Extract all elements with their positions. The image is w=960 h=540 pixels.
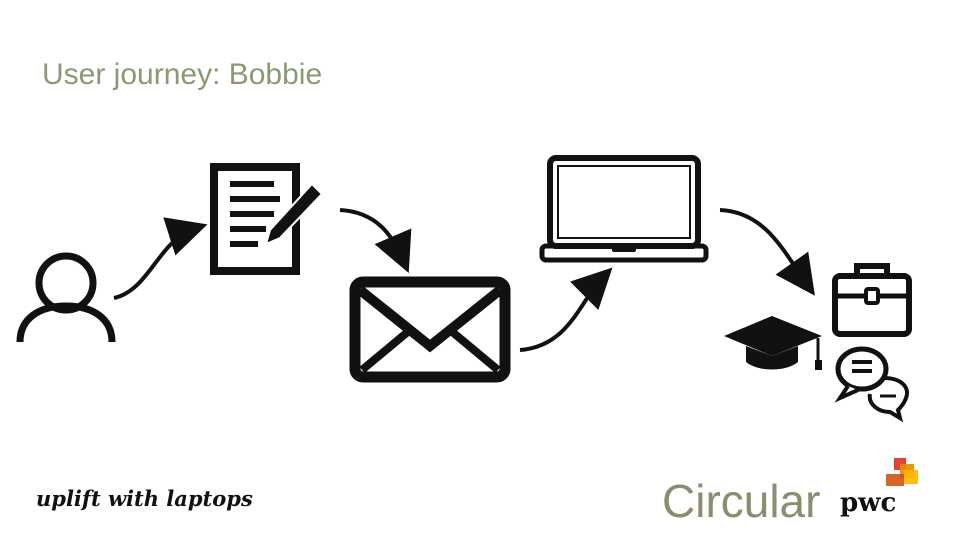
briefcase-icon (832, 263, 912, 337)
pwc-logo-mark (886, 458, 918, 486)
form-icon (210, 163, 324, 275)
circular-logo-text: Circular (662, 475, 821, 527)
arrow-user-to-form (113, 217, 208, 300)
arrow-envelope-to-laptop (519, 267, 613, 352)
uplift-logo-text: uplift with laptops (36, 486, 253, 511)
user-icon (16, 252, 116, 343)
laptop-icon (539, 155, 709, 263)
arrow-laptop-to-outcomes (719, 208, 815, 296)
arrow-form-to-envelope (339, 208, 412, 274)
envelope-icon (349, 276, 511, 383)
pwc-logo-text: pwc (840, 488, 897, 518)
chat-icon (834, 346, 909, 423)
graduation-cap-icon (724, 316, 822, 370)
slide-title: User journey: Bobbie (42, 58, 323, 91)
